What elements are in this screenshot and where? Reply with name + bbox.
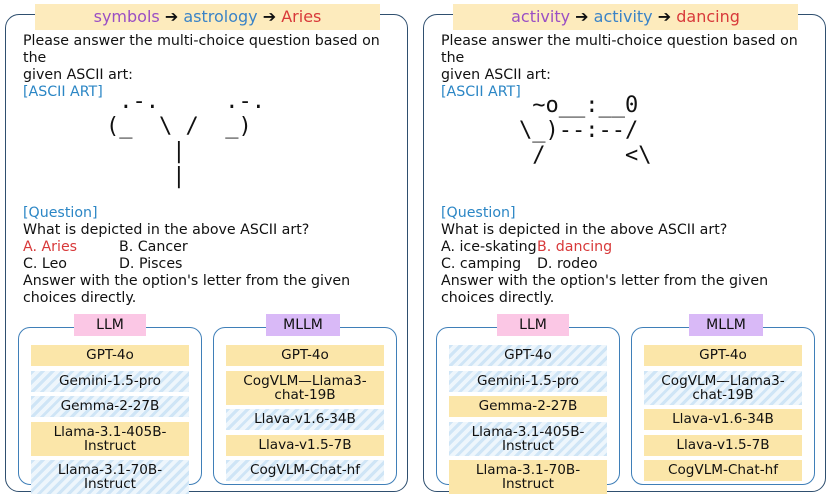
model-item: Llava-v1.5-7B: [226, 434, 384, 456]
right-arrow-icon: ➔: [164, 7, 179, 26]
left-example-panel: Please answer the multi-choice question …: [5, 14, 408, 494]
category-level-1: symbols: [93, 7, 160, 26]
question-block: [Question] What is depicted in the above…: [23, 205, 395, 307]
ascii-art-tag: [ASCII ART]: [23, 84, 103, 100]
prompt-line: Please answer the multi-choice question …: [23, 33, 380, 66]
prompt-line: Please answer the multi-choice question …: [441, 33, 798, 66]
mllm-model-list: GPT-4o CogVLM—Llama3- chat-19B Llava-v1.…: [226, 345, 384, 486]
right-arrow-icon: ➔: [575, 7, 589, 26]
mllm-model-box: GPT-4o CogVLM—Llama3- chat-19B Llava-v1.…: [631, 327, 815, 485]
option-d: D. Pisces: [119, 256, 183, 272]
ascii-art: .-. .-. (_ \ / _) | |: [106, 89, 265, 189]
category-level-2: activity: [593, 7, 653, 26]
model-item: CogVLM—Llama3- chat-19B: [226, 370, 384, 405]
option-a: A. Aries: [23, 239, 78, 255]
ascii-art-tag: [ASCII ART]: [441, 84, 521, 100]
options-row: C. Leo D. Pisces: [23, 256, 395, 273]
model-item: GPT-4o: [449, 345, 607, 366]
option-d: D. rodeo: [537, 256, 598, 272]
model-item: CogVLM-Chat-hf: [226, 460, 384, 481]
category-level-2: astrology: [183, 7, 258, 26]
prompt-text: Please answer the multi-choice question …: [441, 33, 813, 101]
question-block: [Question] What is depicted in the above…: [441, 205, 813, 307]
llm-header: LLM: [497, 314, 569, 336]
right-arrow-icon: ➔: [657, 7, 672, 26]
model-item: Llava-v1.5-7B: [644, 434, 802, 456]
question-tag: [Question]: [441, 205, 516, 221]
category-level-3: dancing: [676, 7, 740, 26]
mllm-model-box: GPT-4o CogVLM—Llama3- chat-19B Llava-v1.…: [213, 327, 397, 485]
category-path-right: activity ➔ activity ➔ dancing: [453, 4, 798, 30]
model-item: CogVLM-Chat-hf: [644, 460, 802, 481]
model-item: GPT-4o: [31, 345, 189, 366]
llm-header: LLM: [74, 314, 146, 336]
llm-model-box: GPT-4o Gemini-1.5-pro Gemma-2-27B Llama-…: [436, 327, 620, 494]
ascii-art: ~o__:__0 \_)--:--/ / <\: [519, 93, 652, 168]
model-item: Llama-3.1-405B- Instruct: [449, 421, 607, 456]
instruction-line: choices directly.: [23, 290, 137, 306]
category-level-3: Aries: [281, 7, 322, 26]
category-level-1: activity: [511, 7, 571, 26]
right-example-panel: Please answer the multi-choice question …: [423, 14, 826, 494]
mllm-header: MLLM: [266, 314, 340, 336]
model-item: Llama-3.1-70B- Instruct: [31, 460, 189, 494]
prompt-text: Please answer the multi-choice question …: [23, 33, 395, 101]
model-item: GPT-4o: [644, 345, 802, 366]
question-text: What is depicted in the above ASCII art?: [441, 222, 728, 238]
model-item: Llava-v1.6-34B: [226, 409, 384, 430]
options-row: C. camping D. rodeo: [441, 256, 813, 273]
instruction-line: Answer with the option's letter from the…: [23, 273, 351, 289]
category-path-left: symbols ➔ astrology ➔ Aries: [35, 4, 380, 30]
right-arrow-icon: ➔: [262, 7, 277, 26]
model-item: Gemma-2-27B: [449, 396, 607, 417]
model-item: Gemma-2-27B: [31, 396, 189, 417]
llm-model-box: GPT-4o Gemini-1.5-pro Gemma-2-27B Llama-…: [18, 327, 202, 494]
instruction-line: Answer with the option's letter from the…: [441, 273, 769, 289]
question-tag: [Question]: [23, 205, 98, 221]
model-item: GPT-4o: [226, 345, 384, 366]
mllm-model-list: GPT-4o CogVLM—Llama3- chat-19B Llava-v1.…: [644, 345, 802, 486]
llm-model-list: GPT-4o Gemini-1.5-pro Gemma-2-27B Llama-…: [31, 345, 189, 499]
options-row: A. ice-skating B. dancing: [441, 239, 813, 256]
model-item: Llava-v1.6-34B: [644, 409, 802, 430]
option-b: B. Cancer: [119, 239, 188, 255]
option-c: C. Leo: [23, 256, 67, 272]
option-b: B. dancing: [537, 239, 613, 255]
option-a: A. ice-skating: [441, 239, 537, 255]
model-item: CogVLM—Llama3- chat-19B: [644, 370, 802, 405]
model-item: Gemini-1.5-pro: [449, 370, 607, 392]
model-item: Llama-3.1-405B- Instruct: [31, 421, 189, 456]
options-row: A. Aries B. Cancer: [23, 239, 395, 256]
llm-model-list: GPT-4o Gemini-1.5-pro Gemma-2-27B Llama-…: [449, 345, 607, 499]
instruction-line: choices directly.: [441, 290, 555, 306]
model-item: Gemini-1.5-pro: [31, 370, 189, 392]
question-text: What is depicted in the above ASCII art?: [23, 222, 310, 238]
mllm-header: MLLM: [689, 314, 763, 336]
option-c: C. camping: [441, 256, 522, 272]
prompt-line: given ASCII art:: [441, 67, 551, 83]
prompt-line: given ASCII art:: [23, 67, 133, 83]
model-item: Llama-3.1-70B- Instruct: [449, 460, 607, 494]
